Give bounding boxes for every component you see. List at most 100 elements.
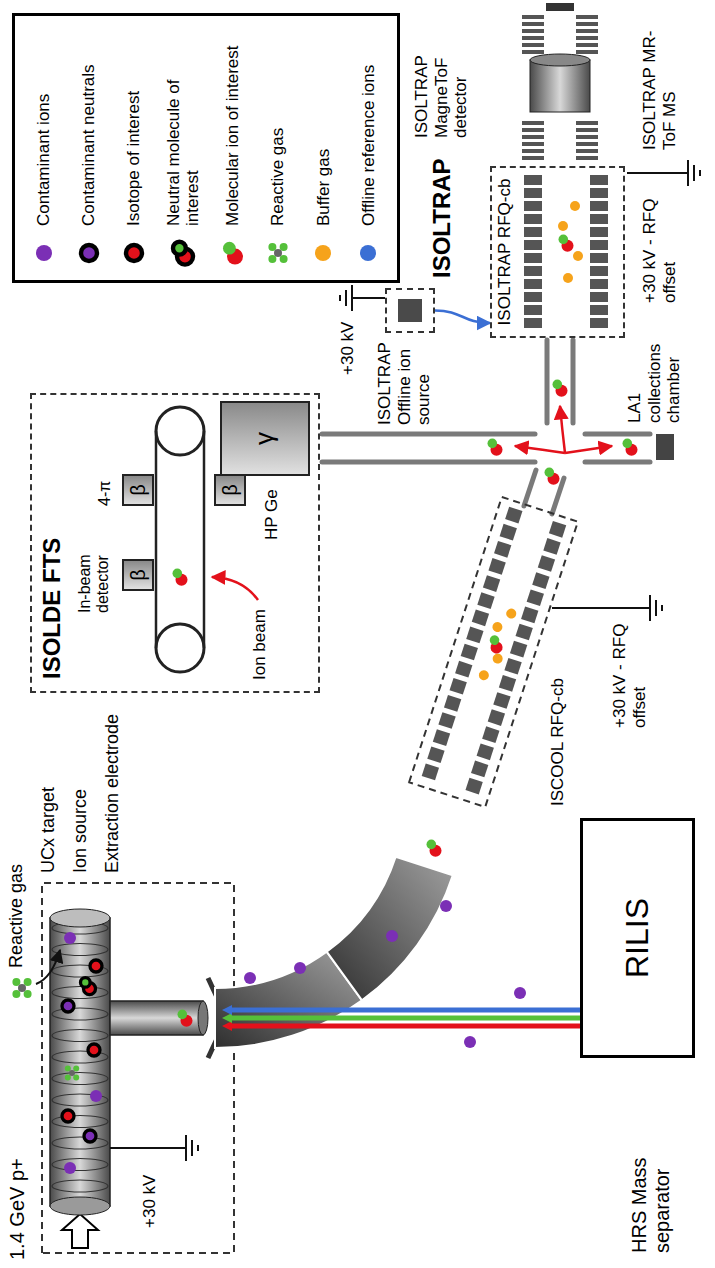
laser-head — [222, 1021, 232, 1031]
rfq-electrode — [524, 227, 542, 237]
detector-box: γ — [220, 401, 310, 476]
collection-chamber — [656, 434, 674, 460]
particle-buf — [491, 652, 504, 665]
particle-dot — [440, 900, 452, 912]
detector-box: β — [122, 559, 154, 591]
rfq-electrode — [524, 292, 542, 302]
particle-molI — [486, 634, 506, 655]
rfq-electrode — [427, 746, 444, 763]
particle-molI — [173, 569, 188, 586]
node-label: ISCOOL RFQ-cb — [548, 678, 568, 806]
rfq-electrode — [504, 658, 521, 675]
particle-dot — [570, 201, 580, 211]
rfq-electrode — [524, 201, 542, 211]
particle-molI — [553, 380, 568, 397]
node-label: RILIS — [619, 898, 656, 978]
laser-beam — [230, 1024, 580, 1029]
gas-atom — [12, 990, 20, 998]
particle-dot — [386, 930, 398, 942]
rfq-electrode — [590, 240, 608, 250]
legend-row: Offline reference ions — [353, 26, 383, 270]
particle-ion — [90, 1090, 102, 1102]
ground-symbol — [191, 1140, 193, 1156]
tape-wheel — [156, 624, 204, 672]
rfq-electrode — [488, 558, 505, 575]
cooler-frame: ISCOOL RFQ-cb — [395, 483, 595, 813]
cooler-frame: ISOLTRAP RFQ-cb — [490, 166, 625, 338]
rfq-electrode — [510, 641, 527, 658]
beamline-plate — [585, 460, 650, 465]
particle-dot — [563, 273, 573, 283]
wire — [627, 172, 688, 174]
rfq-electrode — [538, 555, 555, 572]
particle-gas — [269, 243, 288, 263]
particle-ion — [514, 987, 526, 999]
rfq-electrode — [532, 572, 549, 589]
gas-atom — [280, 255, 288, 263]
mirror-electrode — [576, 15, 598, 19]
mirror-electrode — [522, 135, 544, 139]
rfq-electrode — [527, 589, 544, 606]
rfq-electrode — [524, 214, 542, 224]
mirror-electrode — [522, 128, 544, 132]
callout-label: +30 kV - RFQ offset — [610, 613, 649, 728]
mirror-electrode — [522, 29, 544, 33]
particle-buf — [573, 251, 583, 261]
rfq-electrode — [450, 678, 467, 695]
beamline-plate — [585, 432, 650, 437]
particle-dot — [505, 607, 518, 620]
particle-buf — [563, 273, 573, 283]
target-disc — [52, 987, 108, 999]
particle-dot — [514, 987, 526, 999]
particle-buf — [505, 607, 518, 620]
target-disc — [52, 1116, 108, 1128]
cooler-outline — [409, 497, 578, 807]
particle-ion — [64, 1162, 76, 1174]
particle-dot — [573, 251, 583, 261]
particle-ion — [464, 1036, 476, 1048]
wire — [552, 607, 650, 609]
legend-swatch — [353, 236, 383, 270]
callout-label: Ion beam — [250, 609, 270, 680]
particle-dot — [90, 1090, 102, 1102]
mirror-electrode — [576, 149, 598, 153]
particle-dot — [315, 245, 331, 261]
gas-core — [18, 984, 26, 992]
setup-frame: βββγISOLDE FTS — [30, 393, 320, 693]
rfq-electrode — [493, 692, 510, 709]
node-label: β — [219, 484, 242, 496]
iscool-rfq — [422, 507, 567, 795]
particle-dot — [64, 1162, 76, 1174]
gas-atom — [73, 1066, 79, 1072]
mirror-electrode — [576, 50, 598, 54]
particle-dot — [491, 652, 504, 665]
magnetof-detector — [546, 3, 574, 11]
rfq-electrode — [524, 253, 542, 263]
particle-neutral — [62, 1000, 74, 1012]
legend-row: Contaminant neutrals — [74, 26, 104, 270]
ligand-atom — [545, 468, 555, 478]
wire — [352, 297, 385, 299]
outline-svg — [387, 286, 437, 331]
particle-buf — [315, 245, 331, 261]
rfq-electrode — [524, 318, 542, 328]
legend-box: Contaminant ionsContaminant neutralsIsot… — [12, 13, 400, 283]
rfq-electrode — [524, 240, 542, 250]
beamline-plate — [571, 340, 576, 423]
node-label: ISOLTRAP Offline ion source — [375, 339, 434, 425]
particle-ref — [360, 245, 376, 261]
rfq-electrode — [465, 778, 482, 795]
rfq-electrode — [543, 538, 560, 555]
ligand-atom — [553, 380, 563, 390]
callout-label: ISOLTRAP MR-ToF MS — [640, 10, 679, 150]
rfq-electrode — [516, 624, 533, 641]
legend-swatch — [218, 236, 248, 270]
mirror-electrode — [576, 22, 598, 26]
beamline-plate — [545, 340, 550, 423]
gas-atom — [12, 978, 20, 986]
cooler-outline — [409, 497, 578, 807]
particle-dot — [464, 1036, 476, 1048]
rfq-electrode — [455, 661, 472, 678]
rfq-electrode — [422, 764, 439, 781]
ion-source-box: ISOLTRAP Offline ion source — [385, 288, 435, 333]
